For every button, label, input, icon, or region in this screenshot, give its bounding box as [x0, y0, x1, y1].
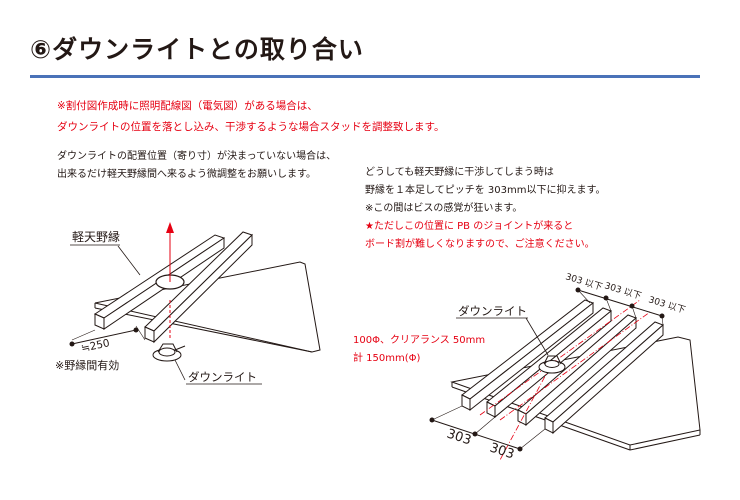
- pitch-label-2: 303 以下: [603, 281, 642, 302]
- notice-line-2: ダウンライトの位置を落とし込み、干渉するような場合スタッドを調整致します。: [57, 121, 445, 133]
- right-downlight-fixture: [538, 355, 566, 374]
- left-downlight-label: ダウンライト: [188, 370, 257, 384]
- furring-label: 軽天野縁: [72, 229, 120, 244]
- gap-label: ※野縁間有効: [55, 358, 119, 372]
- bottom-dim-label-2: 303: [488, 441, 516, 463]
- left-downlight-fixture: [152, 343, 186, 362]
- left-red-arrowhead: [166, 222, 174, 233]
- right-text-line-2: 野縁を１本足してピッチを 303mm以下に抑えます。: [365, 185, 606, 196]
- page-title: ⑥ダウンライトとの取り合い: [30, 35, 364, 64]
- right-downlight-label: ダウンライト: [458, 304, 527, 318]
- left-board: [94, 261, 321, 353]
- right-text-line-5: ボード割が難しくなりますので、ご注意ください。: [365, 239, 595, 250]
- right-text-line-3: ※この間はビスの感覚が狂います。: [365, 203, 523, 214]
- pitch-label-1: 303 以下: [564, 272, 603, 293]
- clearance-line-1: 100Φ、クリアランス 50mm: [353, 334, 485, 346]
- left-dim-label: ≒250: [80, 337, 111, 355]
- right-text-line-1: どうしても軽天野縁に干渉してしまう時は: [365, 167, 554, 178]
- right-text-line-4: ★ただしこの位置に PB のジョイントが来ると: [365, 221, 574, 232]
- left-text-line-2: 出来るだけ軽天野縁間へ来るよう微調整をお願いします。: [57, 169, 316, 180]
- notice-line-1: ※割付図作成時に照明配線図（電気図）がある場合は、: [57, 100, 318, 112]
- bottom-dim-label-1: 303: [445, 427, 473, 449]
- title-underline: [30, 75, 700, 78]
- left-text-line-1: ダウンライトの配置位置（寄り寸）が決まっていない場合は、: [57, 151, 337, 162]
- clearance-line-2: 計 150mm(Φ): [353, 351, 421, 364]
- left-dim-line: [71, 329, 137, 345]
